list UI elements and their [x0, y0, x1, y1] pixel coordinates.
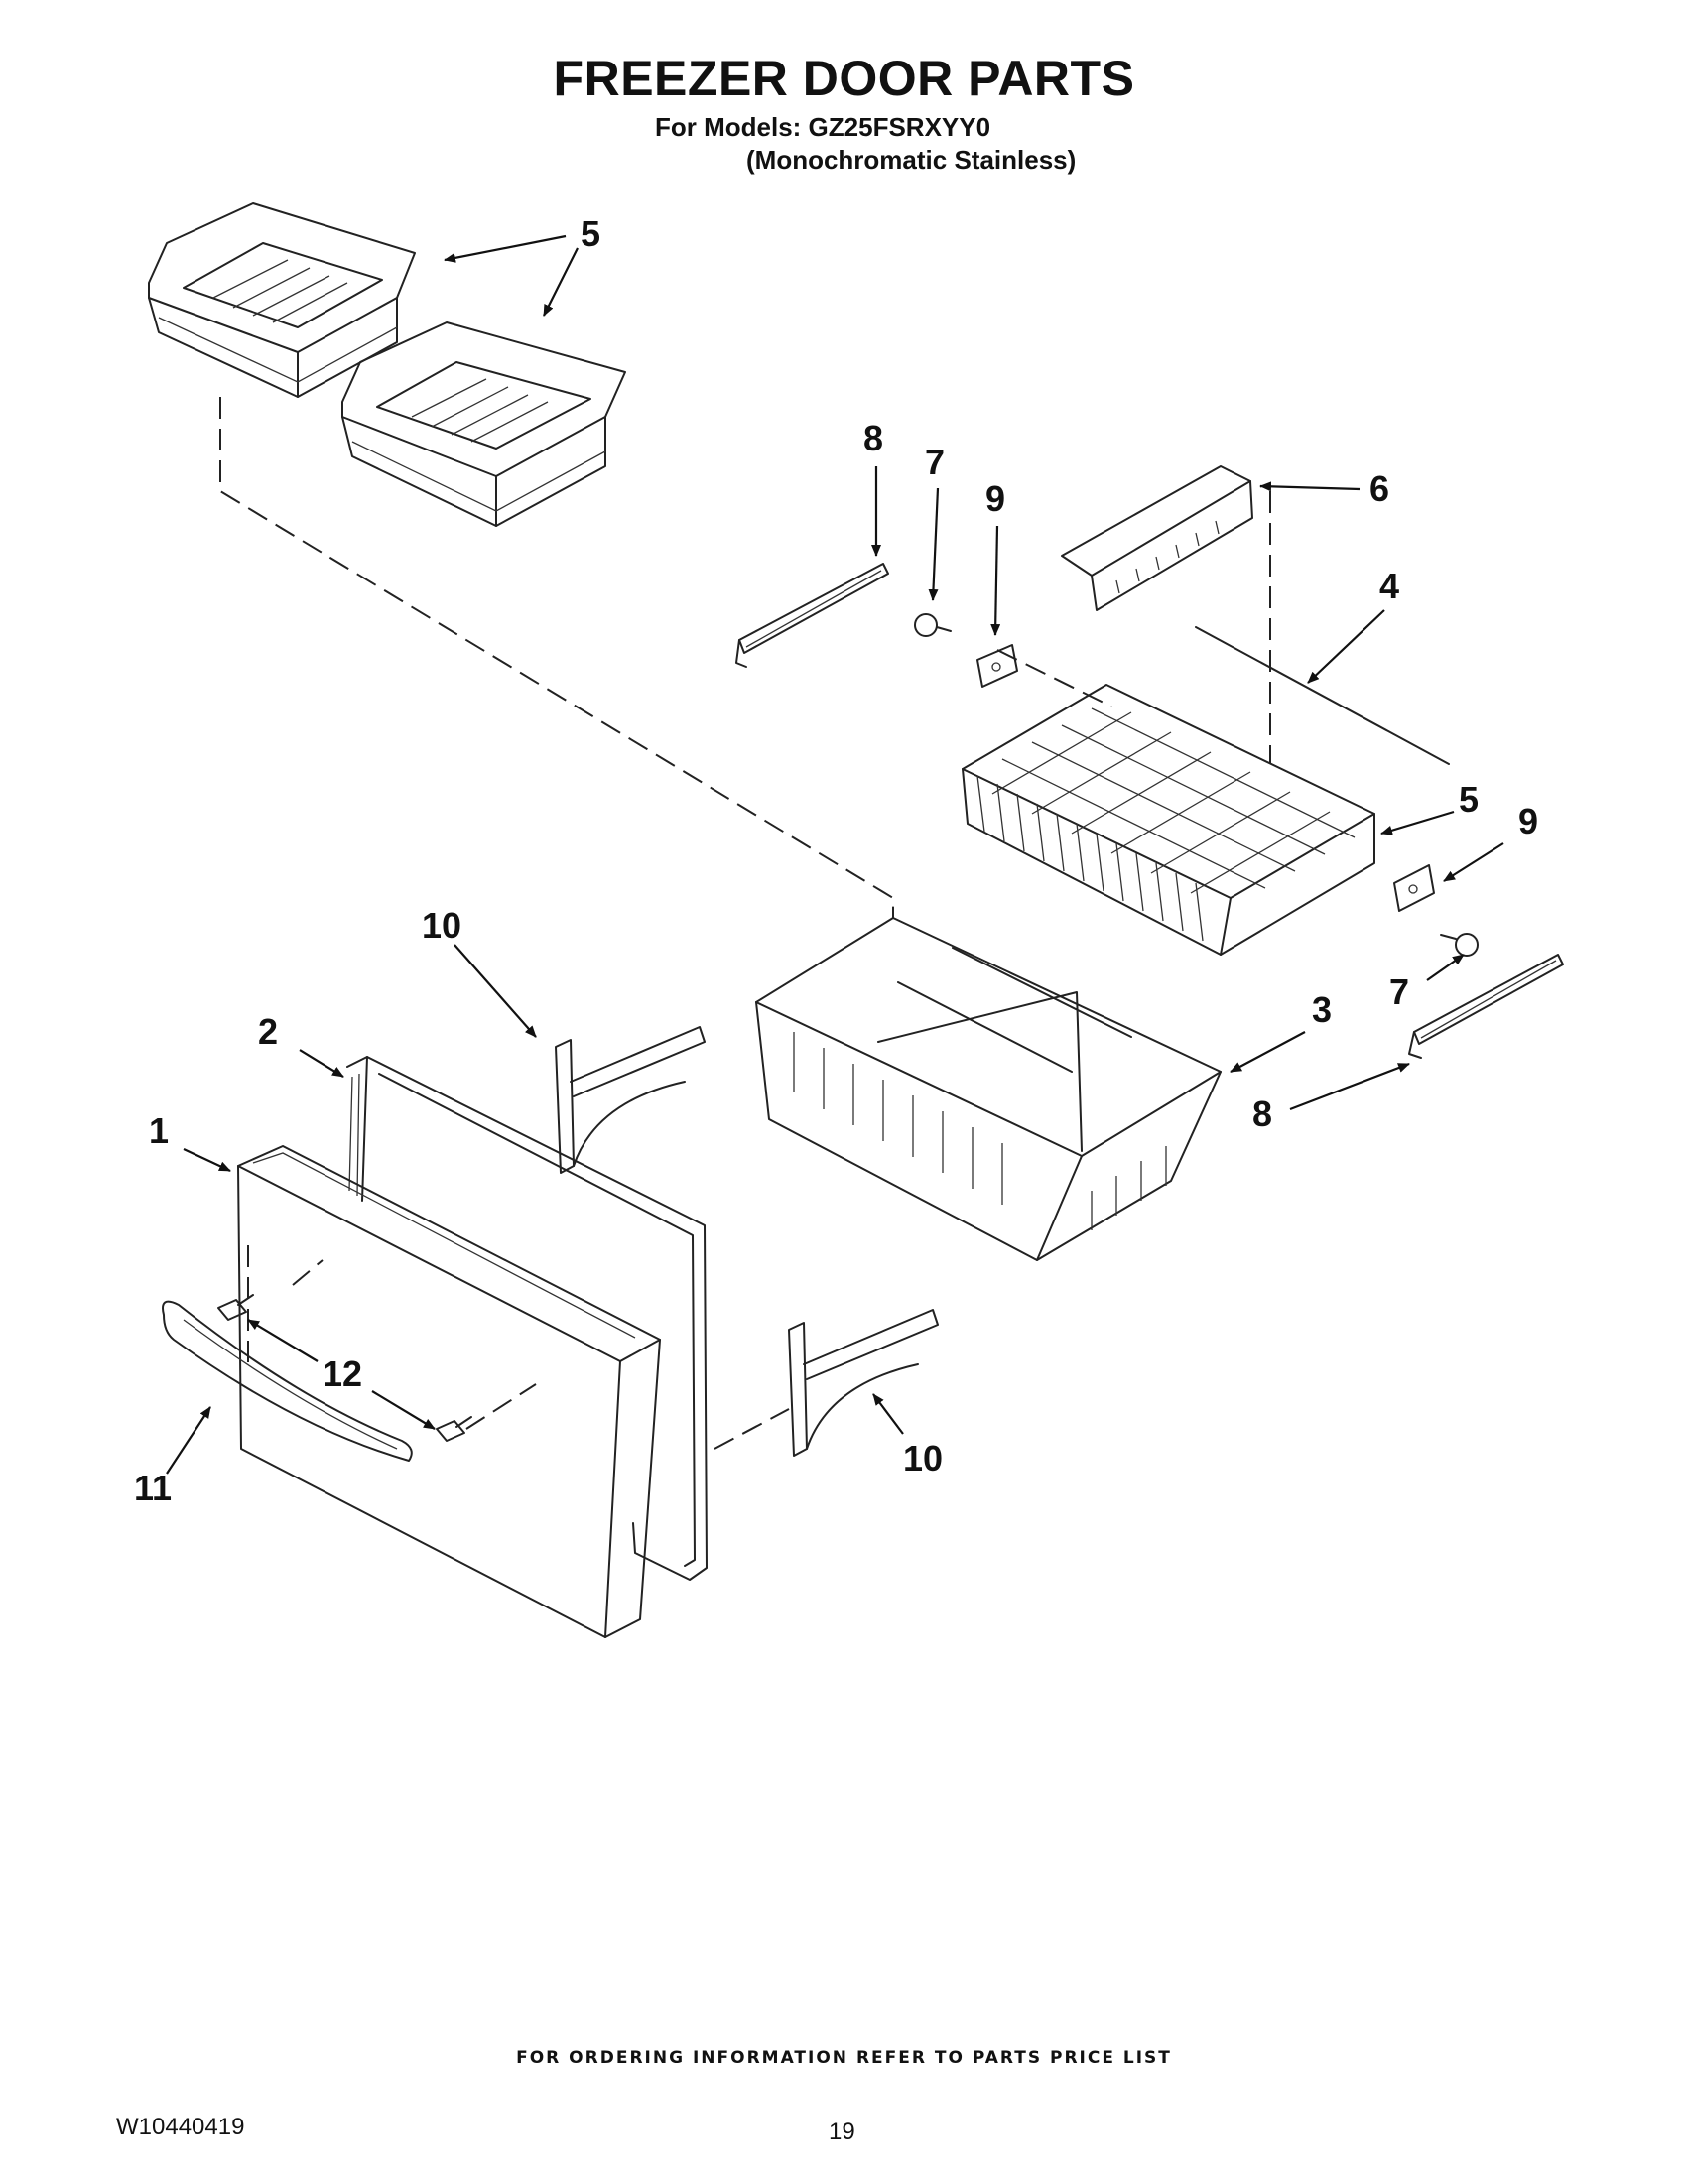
callout-9-top: 9 — [985, 478, 1005, 519]
page-title: FREEZER DOOR PARTS — [553, 51, 1135, 106]
callout-5-top: 5 — [581, 213, 600, 254]
callout-6: 6 — [1369, 468, 1389, 509]
callout-3: 3 — [1312, 989, 1332, 1030]
callout-7-right: 7 — [1389, 971, 1409, 1012]
callout-4: 4 — [1379, 566, 1399, 606]
small-bin-right — [341, 321, 626, 527]
wire-basket — [962, 684, 1375, 956]
door-handle — [162, 1300, 413, 1462]
callout-leaders — [166, 234, 1504, 1475]
page-number: 19 — [829, 2119, 855, 2145]
models-line: For Models: GZ25FSRXYY0 — [655, 112, 991, 142]
handle-screws — [217, 1294, 472, 1442]
callout-10-top: 10 — [422, 905, 461, 946]
callout-2: 2 — [258, 1011, 278, 1052]
assembly-guide-lines — [219, 397, 1271, 1450]
roller-lower — [1440, 933, 1479, 957]
roller-upper — [914, 613, 952, 637]
slide-rail-lower — [1408, 954, 1564, 1059]
callout-1: 1 — [149, 1110, 169, 1151]
callout-8-right: 8 — [1252, 1093, 1272, 1134]
small-bin-left — [148, 202, 416, 398]
callout-5-right: 5 — [1459, 779, 1479, 820]
basket-rod — [1195, 626, 1450, 765]
callout-10-bottom: 10 — [903, 1438, 943, 1478]
basket-bracket-lower — [1393, 864, 1435, 912]
basket-bracket-upper — [976, 644, 1018, 688]
callout-12: 12 — [323, 1353, 362, 1394]
callout-9-right: 9 — [1518, 801, 1538, 841]
door-slide-upper — [555, 1026, 706, 1174]
callout-7-top: 7 — [925, 442, 945, 482]
door-slide-lower — [788, 1309, 939, 1457]
variant-line: (Monochromatic Stainless) — [746, 145, 1077, 175]
ordering-note: FOR ORDERING INFORMATION REFER TO PARTS … — [516, 2048, 1172, 2068]
slide-rail-upper — [735, 563, 889, 668]
callout-8-top: 8 — [863, 418, 883, 458]
door-gasket — [346, 1056, 708, 1581]
basket-divider — [1061, 465, 1253, 611]
main-freezer-basket — [755, 917, 1222, 1261]
callout-11: 11 — [134, 1468, 172, 1508]
door-panel — [237, 1145, 661, 1638]
document-number: W10440419 — [116, 2114, 245, 2140]
